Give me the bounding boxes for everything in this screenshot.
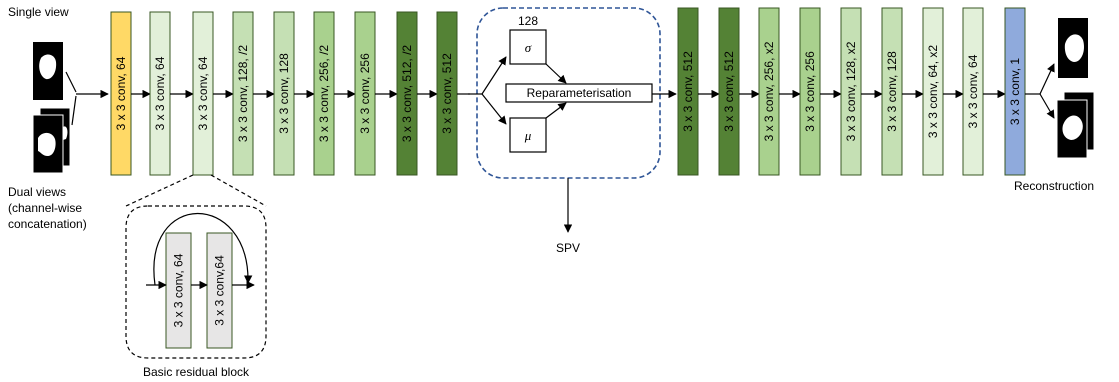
arrow-to-sigma xyxy=(481,56,507,95)
decoder-block-label-9: 3 x 3 conv, 1 xyxy=(1008,58,1022,125)
residual-conv-block-label-2: 3 x 3 conv,64 xyxy=(213,255,227,326)
residual-conv-block-label-1: 3 x 3 conv, 64 xyxy=(172,253,186,327)
encoder-block-label-2: 3 x 3 conv, 64 xyxy=(153,56,167,130)
residual-block-dashed-box xyxy=(125,205,267,359)
output-dual-views-image xyxy=(1056,91,1095,159)
mu-box xyxy=(509,117,547,153)
decoder-block-label-8: 3 x 3 conv, 64 xyxy=(966,54,980,128)
latent-dim-label: 128 xyxy=(518,14,538,28)
input-single-view-image xyxy=(33,42,63,100)
basic-residual-block-label: Basic residual block xyxy=(143,365,250,379)
sigma-to-reparam-arrow xyxy=(545,63,567,84)
decoder-block-6 xyxy=(881,7,903,176)
residual-conv-block-1 xyxy=(165,232,192,349)
arrow-to-single-output xyxy=(1039,63,1055,95)
encoder-block-label-6: 3 x 3 conv, 256, /2 xyxy=(317,45,331,142)
zoom-line-left xyxy=(125,174,194,207)
arrow-to-dual-output xyxy=(1039,93,1055,119)
decoder-block-label-3: 3 x 3 conv, 256, x2 xyxy=(762,41,776,141)
decoder-block-1 xyxy=(677,7,699,176)
encoder-block-label-8: 3 x 3 conv, 512, /2 xyxy=(400,45,414,142)
encoder-block-label-9: 3 x 3 conv, 512 xyxy=(440,53,454,134)
decoder-block-3 xyxy=(758,7,780,176)
decoder-block-8 xyxy=(962,7,984,176)
decoder-block-9 xyxy=(1004,7,1026,176)
arrow-to-mu xyxy=(481,93,507,125)
mu-to-reparam-arrow xyxy=(545,102,567,119)
sigma-symbol: σ xyxy=(525,40,532,55)
decoder-block-5 xyxy=(840,7,862,176)
decoder-blocks: 3 x 3 conv, 512 3 x 3 conv, 512 3 x 3 conv… xyxy=(677,7,1026,176)
spv-label: SPV xyxy=(556,241,580,255)
reconstruction-label: Reconstruction xyxy=(1014,179,1094,193)
decoder-block-label-7: 3 x 3 conv, 64, x2 xyxy=(926,45,940,138)
encoder-block-label-3: 3 x 3 conv, 64 xyxy=(196,56,210,130)
output-single-view-image xyxy=(1058,18,1088,78)
decoder-block-label-2: 3 x 3 conv, 512 xyxy=(722,51,736,132)
decoder-block-label-4: 3 x 3 conv, 256 xyxy=(803,51,817,132)
skip-connection-arrow xyxy=(153,212,253,286)
residual-conv-block-2 xyxy=(206,232,233,349)
dual-views-connector xyxy=(71,95,77,126)
reparameterisation-label: Reparameterisation xyxy=(527,86,632,100)
dual-views-label-line-3: concatenation) xyxy=(8,217,87,231)
encoder-block-label-4: 3 x 3 conv, 128, /2 xyxy=(236,45,250,142)
single-view-connector xyxy=(65,71,77,93)
encoder-block-label-5: 3 x 3 conv, 128 xyxy=(277,53,291,134)
encoder-block-label-1: 3 x 3 conv, 64 xyxy=(114,56,128,130)
sigma-box xyxy=(509,29,547,65)
encoder-blocks: 3 x 3 conv, 64 3 x 3 conv, 64 3 x 3 conv, … xyxy=(110,11,470,176)
input-dual-views-image xyxy=(32,107,71,174)
dual-views-label-line-1: Dual views xyxy=(8,185,66,199)
dual-views-label-line-2: (channel-wise xyxy=(8,201,82,215)
decoder-block-2 xyxy=(718,7,740,176)
reparameterisation-box xyxy=(505,83,653,103)
decoder-block-label-5: 3 x 3 conv, 128, x2 xyxy=(844,41,858,141)
decoder-block-label-6: 3 x 3 conv, 128 xyxy=(885,51,899,132)
decoder-block-4 xyxy=(799,7,821,176)
encoder-block-label-7: 3 x 3 conv, 256 xyxy=(358,53,372,134)
mu-symbol: μ xyxy=(524,128,532,143)
zoom-line-right xyxy=(210,174,267,207)
residual-blocks: 3 x 3 conv, 64 3 x 3 conv,64 xyxy=(165,232,233,349)
decoder-block-label-1: 3 x 3 conv, 512 xyxy=(681,51,695,132)
decoder-block-7 xyxy=(922,7,944,176)
single-view-label: Single view xyxy=(8,5,69,19)
